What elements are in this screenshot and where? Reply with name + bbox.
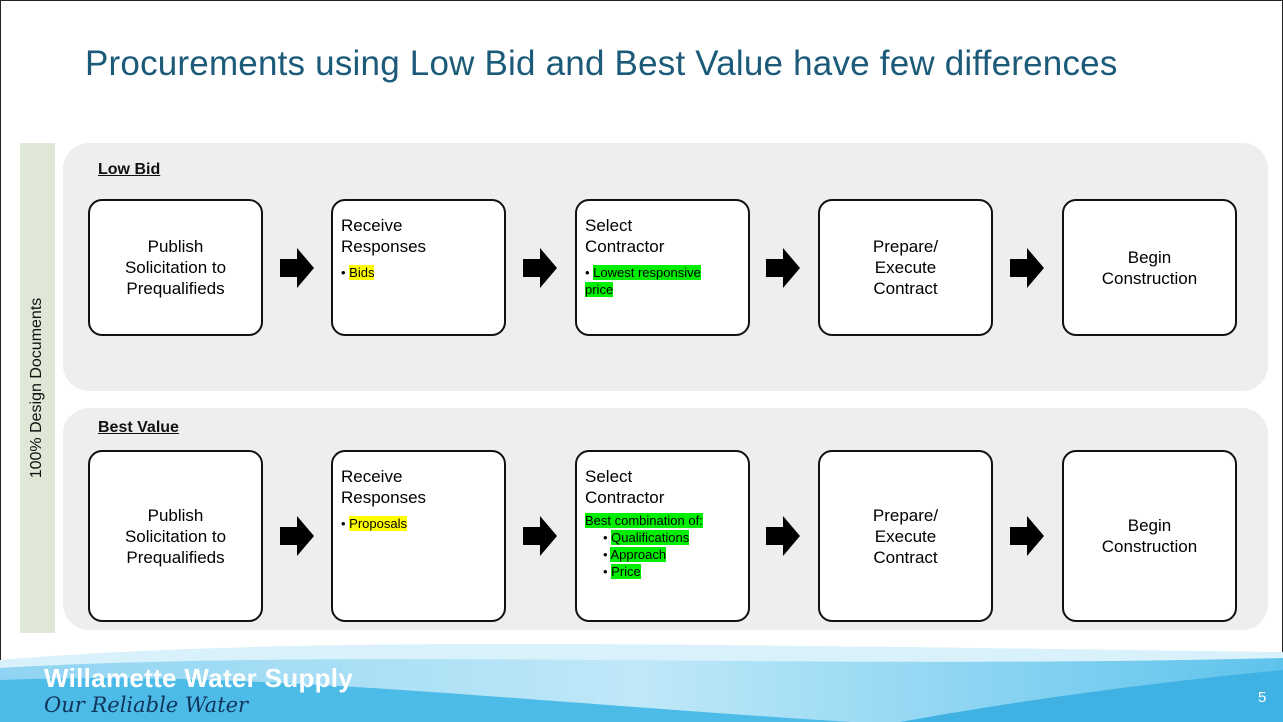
- begin-step: Begin Construction: [1062, 450, 1237, 622]
- step-text: Begin: [1127, 247, 1172, 267]
- right-arrow-icon: [1010, 516, 1044, 556]
- select-step: Select Contractor Best combination of: •…: [575, 450, 750, 622]
- step-text: Construction: [1101, 537, 1198, 556]
- select-step: Select Contractor • Lowest responsive pr…: [575, 199, 750, 336]
- step-text: Select: [585, 467, 633, 486]
- step-text: Responses: [341, 237, 427, 256]
- bullet-item: • Proposals: [341, 516, 407, 531]
- step-text: Responses: [341, 488, 427, 507]
- bullet-item: • Lowest responsive: [585, 265, 701, 280]
- step-text: Receive: [341, 467, 403, 486]
- brand-name: Willamette Water Supply: [44, 663, 354, 693]
- step-text: Execute: [874, 526, 937, 546]
- bullet-list: • Lowest responsive price: [585, 264, 740, 298]
- step-text: Publish: [147, 505, 204, 525]
- step-text: Execute: [874, 258, 937, 277]
- step-text: Publish: [147, 237, 204, 256]
- footer-wave: [0, 640, 1283, 722]
- side-label: 100% Design Documents: [28, 297, 45, 479]
- brand-tagline: Our Reliable Water: [44, 693, 249, 717]
- highlighted-text: Approach: [610, 547, 667, 562]
- highlighted-text: Qualifications: [611, 530, 690, 545]
- receive-step: Receive Responses • Proposals: [331, 450, 506, 622]
- step-text: Solicitation to: [124, 258, 227, 277]
- right-arrow-icon: [766, 248, 800, 288]
- step-text: Contractor: [585, 488, 665, 507]
- step-text: Receive: [341, 216, 403, 235]
- highlighted-text: Lowest responsive: [593, 265, 701, 280]
- right-arrow-icon: [766, 516, 800, 556]
- bullet-item: • Bids: [341, 265, 375, 280]
- publish-step: Publish Solicitation to Prequalifieds: [88, 199, 263, 336]
- page-number: 5: [1258, 689, 1267, 706]
- bullet-item: • Approach: [603, 547, 667, 562]
- step-text: Contract: [873, 279, 938, 298]
- highlighted-text: Proposals: [349, 516, 407, 531]
- wave-graphic: [0, 643, 1283, 722]
- slide-title: Procurements using Low Bid and Best Valu…: [85, 44, 1118, 83]
- right-arrow-icon: [523, 516, 557, 556]
- bullet-item: • Qualifications: [603, 530, 690, 545]
- best-value-panel: Best Value Publish Solicitation to Prequ…: [63, 408, 1268, 630]
- step-text: Prequalifieds: [126, 547, 225, 567]
- step-text: Prequalifieds: [126, 279, 225, 298]
- bullet-list: • Proposals: [341, 515, 496, 532]
- publish-step: Publish Solicitation to Prequalifieds: [88, 450, 263, 622]
- step-text: Contract: [873, 547, 938, 567]
- side-bar: [20, 143, 55, 633]
- step-text: Begin: [1127, 516, 1172, 535]
- right-arrow-icon: [1010, 248, 1044, 288]
- prepare-step: Prepare/ Execute Contract: [818, 199, 993, 336]
- prepare-step: Prepare/ Execute Contract: [818, 450, 993, 622]
- step-text: Contractor: [585, 237, 665, 256]
- step-text: Construction: [1101, 268, 1198, 288]
- highlighted-text: Bids: [349, 265, 375, 280]
- highlighted-text: Best combination of:: [585, 513, 703, 528]
- bullet-list: Best combination of: • Qualifications • …: [585, 512, 740, 580]
- right-arrow-icon: [280, 248, 314, 288]
- highlighted-text: price: [585, 282, 614, 297]
- low-bid-panel: Low Bid Publish Solicitation to Prequali…: [63, 143, 1268, 391]
- step-text: Select: [585, 216, 633, 235]
- step-text: Prepare/: [872, 237, 939, 256]
- step-text: Prepare/: [872, 505, 939, 525]
- bullet-item: • Price: [603, 564, 641, 579]
- right-arrow-icon: [523, 248, 557, 288]
- highlighted-text: Price: [611, 564, 641, 579]
- step-text: Solicitation to: [124, 526, 227, 546]
- low-bid-heading: Low Bid: [98, 161, 161, 178]
- begin-step: Begin Construction: [1062, 199, 1237, 336]
- bullet-item: Best combination of:: [585, 512, 740, 529]
- right-arrow-icon: [280, 516, 314, 556]
- bullet-item: price: [585, 281, 740, 298]
- bullet-list: • Bids: [341, 264, 496, 281]
- best-value-heading: Best Value: [98, 419, 179, 436]
- sub-list: • Qualifications • Approach • Price: [585, 529, 740, 580]
- receive-step: Receive Responses • Bids: [331, 199, 506, 336]
